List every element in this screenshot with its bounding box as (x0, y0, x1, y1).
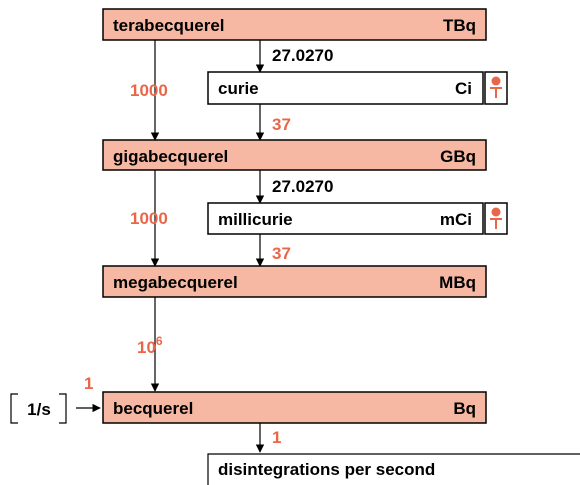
inverse-unit-label: 1/s (27, 400, 51, 419)
unit-name: megabecquerel (113, 273, 238, 292)
unit-name: terabecquerel (113, 16, 225, 35)
factor-gbq-to-mci: 27.0270 (272, 177, 333, 196)
unit-box-terabecquerel: terabecquerel TBq (102, 8, 487, 41)
unit-symbol: GBq (440, 147, 476, 166)
unit-name: gigabecquerel (113, 147, 228, 166)
unit-symbol: MBq (439, 273, 476, 292)
unit-name: millicurie (218, 210, 293, 229)
pin-t-icon (484, 71, 508, 105)
unit-box-curie: curie Ci (207, 71, 484, 105)
unit-symbol: mCi (440, 210, 472, 229)
unit-name: disintegrations per second (218, 460, 435, 479)
pin-t-icon (484, 202, 508, 235)
unit-box-disintegrations-per-second: disintegrations per second (207, 453, 580, 485)
unit-symbol: Bq (453, 399, 476, 418)
unit-symbol: TBq (443, 16, 476, 35)
factor-ci-to-gbq: 37 (272, 115, 291, 134)
factor-mci-to-mbq: 37 (272, 244, 291, 263)
unit-box-megabecquerel: megabecquerel MBq (102, 265, 487, 298)
factor-gbq-to-mbq: 1000 (130, 209, 168, 228)
factor-tbq-to-gbq: 1000 (130, 81, 168, 100)
factor-mbq-to-bq: 106 (137, 334, 163, 357)
unit-name: becquerel (113, 399, 193, 418)
factor-tbq-to-ci: 27.0270 (272, 46, 333, 65)
unit-box-gigabecquerel: gigabecquerel GBq (102, 139, 487, 171)
factor-base: 10 (137, 338, 156, 357)
unit-name: curie (218, 79, 259, 98)
unit-box-millicurie: millicurie mCi (207, 202, 484, 235)
unit-box-becquerel: becquerel Bq (102, 391, 487, 424)
unit-symbol: Ci (455, 79, 472, 98)
factor-exponent: 6 (156, 334, 163, 348)
inverse-seconds-bracket: 1/s (10, 393, 67, 424)
factor-inv-s-to-bq: 1 (84, 374, 93, 393)
factor-bq-to-dps: 1 (272, 428, 281, 447)
